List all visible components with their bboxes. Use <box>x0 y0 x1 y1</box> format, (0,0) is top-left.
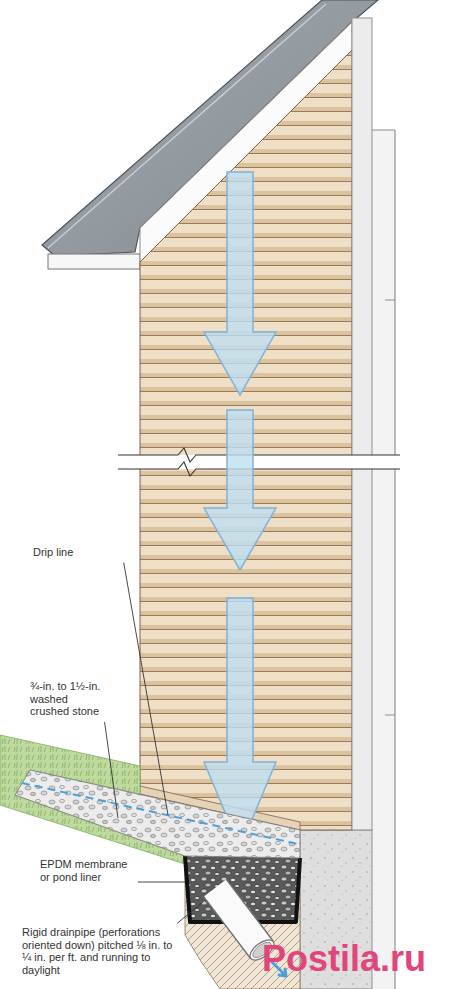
gravel-strip <box>15 770 300 858</box>
callout-label: EPDM membrane or pond liner <box>40 858 134 883</box>
wall-edge <box>372 130 395 989</box>
callout-label: Rigid drainpipe (perforations oriented d… <box>22 926 174 977</box>
watermark: Postila.ru <box>262 938 426 979</box>
callout-label: ¾-in. to 1½-in. washed crushed stone <box>30 680 104 718</box>
leader-line <box>138 882 185 883</box>
leader-line <box>105 722 118 818</box>
leader-line <box>124 563 168 815</box>
break-line <box>118 448 400 476</box>
water-arrows <box>204 172 276 848</box>
break-gap <box>125 455 398 469</box>
fascia <box>48 254 140 269</box>
wall-return <box>372 130 395 989</box>
callout-label: Drip line <box>33 546 123 559</box>
drip-line <box>22 783 298 844</box>
leader-line <box>177 902 203 923</box>
corner-board <box>352 18 372 830</box>
